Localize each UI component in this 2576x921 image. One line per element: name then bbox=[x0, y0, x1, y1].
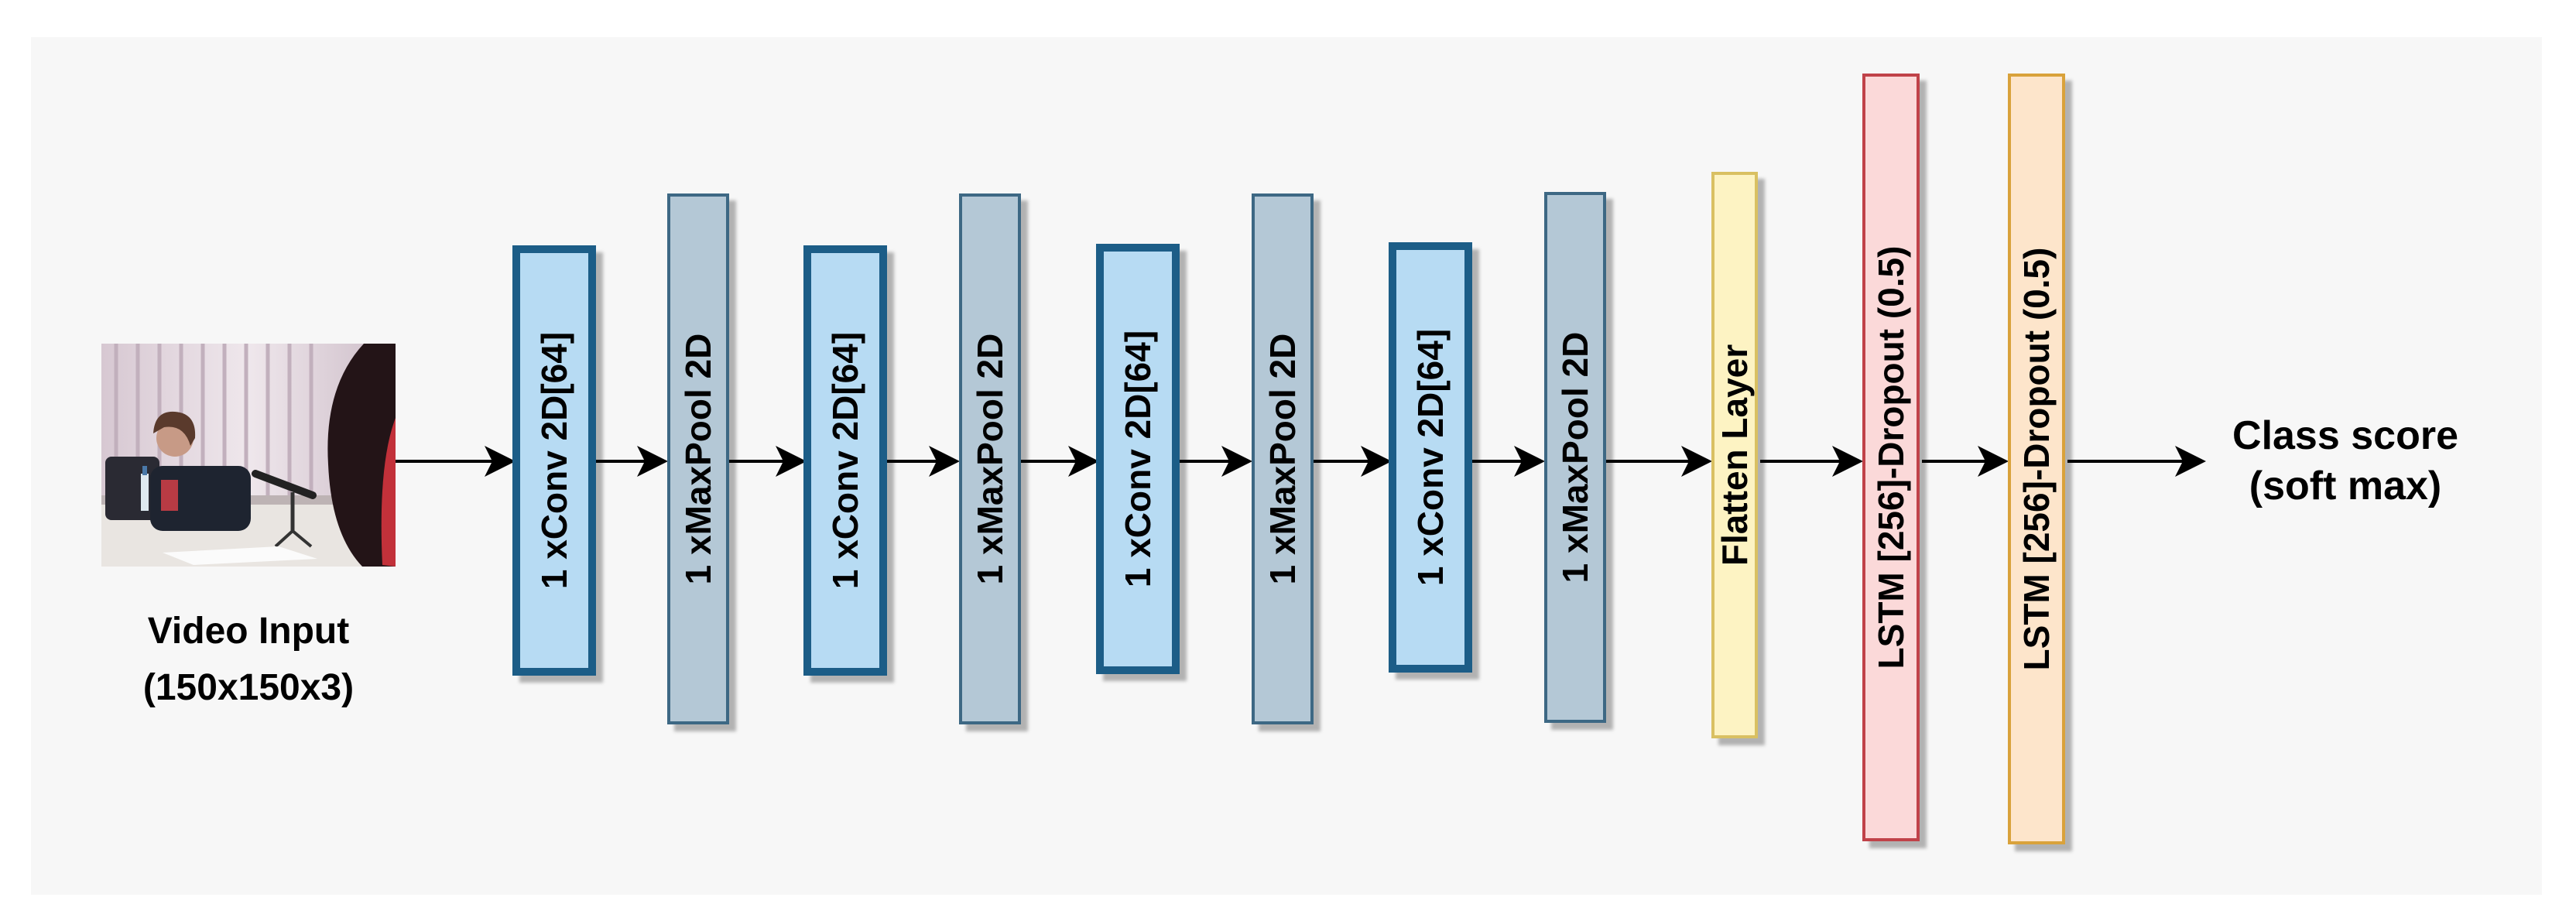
maxpool-layer-box bbox=[959, 193, 1021, 724]
flatten-layer-box bbox=[1711, 172, 1758, 738]
maxpool-layer-label: 1 xMaxPool 2D bbox=[1555, 332, 1595, 584]
conv-layer-label: 1 xConv 2D[64] bbox=[1118, 330, 1158, 587]
conv-layer-label: 1 xConv 2D[64] bbox=[534, 332, 574, 589]
conv-layer-1: 1 xConv 2D[64] bbox=[512, 245, 596, 676]
video-input-image bbox=[101, 344, 396, 567]
flatten-layer-label: Flatten Layer bbox=[1714, 344, 1755, 566]
conv-layer-box bbox=[512, 245, 596, 676]
layer-stack: 1 xConv 2D[64] 1 xMaxPool 2D 1 xConv 2D[64… bbox=[512, 74, 2065, 844]
maxpool-layer-8: 1 xMaxPool 2D bbox=[1544, 192, 1606, 723]
lstm-dropout-layer-11: LSTM [256]-Dropout (0.5) bbox=[2008, 74, 2065, 844]
input-title: Video Input bbox=[148, 611, 349, 652]
input-dims: (150x150x3) bbox=[143, 667, 354, 708]
conv-layer-box bbox=[803, 245, 887, 676]
conv-layer-label: 1 xConv 2D[64] bbox=[1410, 329, 1451, 586]
maxpool-layer-4: 1 xMaxPool 2D bbox=[959, 193, 1021, 724]
lstm-dropout-layer-box bbox=[1862, 74, 1920, 841]
conv-layer-box bbox=[1096, 244, 1180, 674]
conv-layer-box bbox=[1389, 242, 1472, 673]
maxpool-layer-label: 1 xMaxPool 2D bbox=[970, 334, 1010, 585]
maxpool-layer-box bbox=[1252, 193, 1314, 724]
maxpool-layer-6: 1 xMaxPool 2D bbox=[1252, 193, 1314, 724]
conv-layer-3: 1 xConv 2D[64] bbox=[803, 245, 887, 676]
maxpool-layer-box bbox=[1544, 192, 1606, 723]
maxpool-layer-2: 1 xMaxPool 2D bbox=[667, 193, 729, 724]
lstm-dropout-layer-10: LSTM [256]-Dropout (0.5) bbox=[1862, 74, 1920, 841]
lstm-dropout-layer-box bbox=[2008, 74, 2065, 844]
maxpool-layer-box bbox=[667, 193, 729, 724]
conv-layer-label: 1 xConv 2D[64] bbox=[825, 332, 865, 589]
maxpool-layer-label: 1 xMaxPool 2D bbox=[678, 334, 718, 585]
conv-layer-7: 1 xConv 2D[64] bbox=[1389, 242, 1472, 673]
lstm-dropout-layer-label: LSTM [256]-Dropout (0.5) bbox=[2016, 248, 2057, 671]
lstm-dropout-layer-label: LSTM [256]-Dropout (0.5) bbox=[1871, 246, 1911, 669]
output-line1: Class score bbox=[2232, 413, 2458, 458]
maxpool-layer-label: 1 xMaxPool 2D bbox=[1262, 334, 1303, 585]
output-line2: (soft max) bbox=[2249, 464, 2441, 508]
flatten-layer-9: Flatten Layer bbox=[1711, 172, 1758, 738]
conv-layer-5: 1 xConv 2D[64] bbox=[1096, 244, 1180, 674]
